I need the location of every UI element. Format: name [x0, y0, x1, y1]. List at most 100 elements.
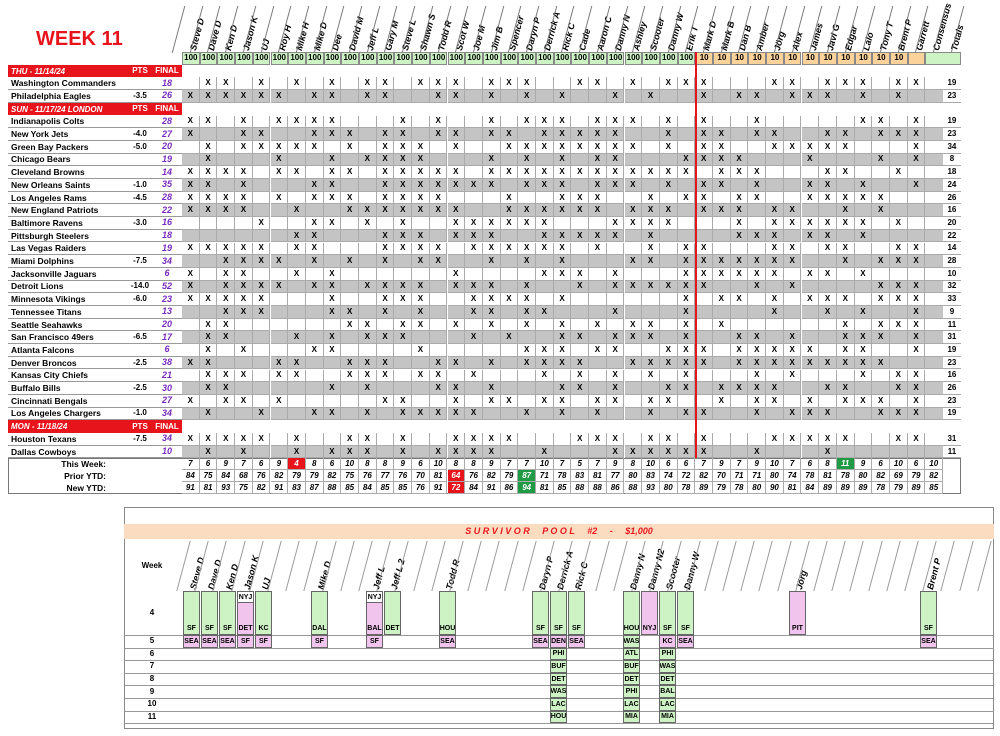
- pick-mark: X: [252, 280, 271, 294]
- pick-mark: [429, 306, 448, 319]
- pick-mark: X: [907, 394, 926, 408]
- survivor-week: 5: [149, 636, 155, 646]
- pick-mark: [252, 382, 271, 395]
- pick-mark: X: [748, 344, 767, 357]
- pick-mark: [836, 179, 855, 192]
- pick-mark: [305, 382, 324, 395]
- team-score: 18: [152, 77, 182, 91]
- pick-mark: [819, 318, 837, 332]
- pick-mark: [482, 140, 501, 154]
- pick-mark: X: [836, 318, 855, 332]
- summary-value: 80: [624, 470, 643, 482]
- team-name: New York Jets: [8, 128, 128, 141]
- pick-mark: X: [553, 115, 572, 129]
- summary-value: 75: [341, 470, 359, 482]
- pick-mark: [624, 267, 643, 281]
- pick-mark: X: [536, 242, 554, 256]
- pick-mark: X: [872, 204, 890, 218]
- pick-mark: X: [677, 242, 696, 256]
- summary-value: 76: [252, 470, 271, 482]
- team-score: 14: [152, 166, 182, 179]
- pick-mark: X: [412, 280, 430, 294]
- pick-mark: [359, 115, 377, 129]
- pick-mark: X: [429, 115, 448, 129]
- pick-mark: [890, 331, 908, 345]
- pick-mark: X: [305, 217, 324, 230]
- pick-mark: X: [323, 382, 342, 395]
- consensus-cell: [925, 331, 944, 345]
- summary-value: 81: [536, 482, 554, 494]
- pick-mark: [907, 204, 926, 218]
- team-score: 34: [152, 433, 182, 446]
- team-total: 11: [943, 445, 961, 459]
- pick-mark: [235, 153, 253, 167]
- point-value: [925, 52, 961, 65]
- pick-mark: [890, 356, 908, 370]
- pick-mark: [571, 394, 590, 408]
- team-total: 10: [943, 267, 961, 281]
- pick-mark: [288, 394, 306, 408]
- pick-mark: [624, 407, 643, 421]
- summary-value: 82: [323, 470, 342, 482]
- pick-mark: X: [642, 255, 660, 268]
- pick-mark: X: [235, 204, 253, 218]
- summary-value: 69: [890, 470, 908, 482]
- summary-value: 7: [182, 458, 200, 470]
- pick-mark: [359, 128, 377, 141]
- pick-mark: X: [394, 394, 413, 408]
- pick-mark: [199, 394, 218, 408]
- point-value: 10: [695, 52, 713, 65]
- team-name: Baltimore Ravens: [8, 217, 128, 230]
- summary-value: 86: [500, 482, 519, 494]
- summary-label: Prior YTD:: [64, 470, 106, 481]
- pick-mark: [589, 293, 607, 306]
- pick-mark: X: [341, 140, 359, 154]
- pick-mark: X: [412, 166, 430, 179]
- summary-value: 6: [412, 458, 430, 470]
- pick-mark: X: [872, 293, 890, 306]
- pick-mark: X: [465, 331, 483, 345]
- pick-mark: [500, 407, 519, 421]
- survivor-pick: SF: [237, 635, 254, 648]
- pick-mark: X: [429, 90, 448, 103]
- pick-mark: X: [323, 445, 342, 459]
- pick-mark: [659, 229, 678, 243]
- team-name: New England Patriots: [8, 204, 128, 218]
- pick-mark: X: [305, 407, 324, 421]
- pick-mark: [730, 433, 749, 446]
- team-name: Cleveland Browns: [8, 166, 128, 179]
- pick-mark: X: [323, 115, 342, 129]
- pick-mark: [305, 356, 324, 370]
- pick-mark: [854, 153, 873, 167]
- pick-mark: [500, 344, 519, 357]
- point-value: 100: [518, 52, 536, 65]
- survivor-pick: KC: [255, 591, 272, 635]
- pick-mark: X: [305, 191, 324, 205]
- pick-mark: [252, 394, 271, 408]
- pick-mark: X: [659, 140, 678, 154]
- pick-mark: X: [819, 128, 837, 141]
- pick-mark: X: [854, 90, 873, 103]
- summary-value: 10: [766, 458, 784, 470]
- pick-mark: [482, 267, 501, 281]
- pick-mark: X: [819, 179, 837, 192]
- summary-value: 75: [235, 482, 253, 494]
- survivor-pick: BUF: [623, 660, 640, 673]
- pick-mark: X: [766, 394, 784, 408]
- pick-mark: X: [412, 140, 430, 154]
- summary-value: 91: [182, 482, 200, 494]
- pick-mark: X: [518, 293, 536, 306]
- summary-value: 9: [394, 458, 413, 470]
- pick-mark: X: [536, 140, 554, 154]
- pick-mark: X: [235, 433, 253, 446]
- pick-mark: [341, 115, 359, 129]
- consensus-cell: [925, 229, 944, 243]
- pick-mark: X: [589, 191, 607, 205]
- pick-mark: X: [606, 179, 625, 192]
- pick-mark: X: [447, 445, 466, 459]
- pick-mark: X: [252, 217, 271, 230]
- summary-value: 78: [730, 482, 749, 494]
- pick-mark: [766, 90, 784, 103]
- pick-mark: X: [482, 77, 501, 91]
- pick-mark: X: [394, 242, 413, 256]
